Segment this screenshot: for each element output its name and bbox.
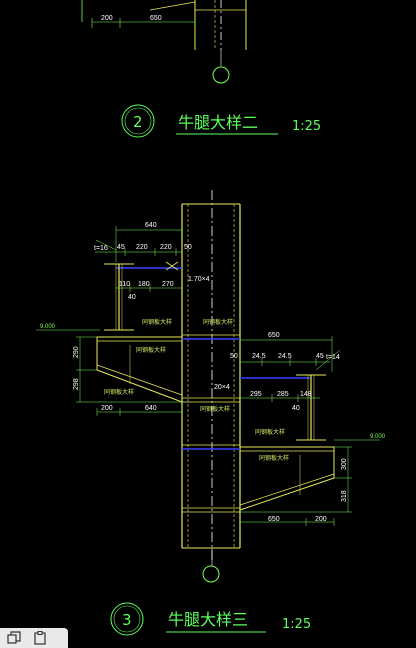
floating-toolbar [0, 628, 68, 648]
d3-rsub-50: 50 [230, 353, 238, 360]
d3-sub-220b: 220 [160, 244, 172, 251]
d3-left-vert-298: 298 [73, 378, 80, 390]
d2-scale: 1:25 [292, 119, 321, 134]
d2-dim-650: 650 [150, 15, 162, 22]
d3-row2-110: 110 [119, 281, 130, 288]
d3-level-right: 9.000 [370, 434, 386, 440]
detail-3-title-block: 3 牛腿大样三 1:25 [110, 602, 311, 636]
window-copy-icon[interactable] [6, 631, 22, 645]
d2-axis-bubble [212, 66, 230, 84]
d3-rrow2-285: 285 [277, 391, 289, 398]
detail-3-drawing: 640 45 220 220 50 t=16 110 180 270 40 1.… [36, 190, 386, 583]
detail-2-title-block: 2 牛腿大样二 1:25 [121, 104, 321, 138]
d3-rrow2-148: 148 [300, 391, 312, 398]
d3-scale: 1:25 [282, 617, 311, 632]
d3-sub-45: 45 [117, 244, 125, 251]
d3-note-7: 同钢板大样 [259, 454, 289, 462]
d3-title: 牛腿大样三 [168, 610, 248, 629]
d3-note-1: 同钢板大样 [142, 318, 172, 326]
d3-rsub-245a: 24.5 [252, 353, 266, 360]
d3-right-bottom-200: 200 [315, 516, 327, 523]
d3-t-label: t=16 [94, 245, 108, 252]
d3-number: 3 [122, 611, 132, 629]
d2-number: 2 [133, 113, 143, 131]
d3-row2-40: 40 [128, 294, 136, 301]
d3-sub-50: 50 [184, 244, 192, 251]
d3-right-t-label: t=14 [326, 354, 340, 361]
d3-left-bottom-640: 640 [145, 405, 157, 412]
d3-rrow2-40: 40 [292, 405, 300, 412]
d3-rsub-245b: 24.5 [278, 353, 292, 360]
d3-row2-270: 270 [162, 281, 174, 288]
clipboard-icon[interactable] [32, 631, 48, 645]
d3-right-bottom-650: 650 [268, 516, 280, 523]
d3-right-width: 650 [268, 332, 280, 339]
d3-weld-upper: 1.70×4 [188, 276, 210, 283]
d3-note-2: 同钢板大样 [203, 318, 233, 326]
d3-note-4: 同钢板大样 [104, 388, 134, 396]
d3-note-6: 同钢板大样 [255, 428, 285, 436]
d3-note-5: 同钢板大样 [200, 405, 230, 413]
d3-note-3: 同钢板大样 [136, 346, 166, 354]
d3-left-vert-290: 290 [73, 346, 80, 358]
d3-rsub-45: 45 [316, 353, 324, 360]
d3-sub-220a: 220 [136, 244, 148, 251]
d2-title: 牛腿大样二 [178, 113, 258, 132]
d3-right-vert-318: 318 [341, 490, 348, 502]
d3-left-bottom-200: 200 [101, 405, 113, 412]
detail-2-drawing: 200 650 [81, 0, 247, 84]
d3-level-left: 9.000 [40, 324, 56, 330]
d3-rrow2-295: 295 [250, 391, 262, 398]
d3-row2-180: 180 [138, 281, 150, 288]
d2-dim-200: 200 [101, 15, 113, 22]
d3-weld-mid: 20×4 [214, 384, 230, 391]
d3-axis-bubble [202, 565, 220, 583]
d3-top-width: 640 [145, 222, 157, 229]
d2-number-circle [121, 104, 155, 138]
d3-number-circle [110, 602, 144, 636]
d3-right-vert-300: 300 [341, 458, 348, 470]
